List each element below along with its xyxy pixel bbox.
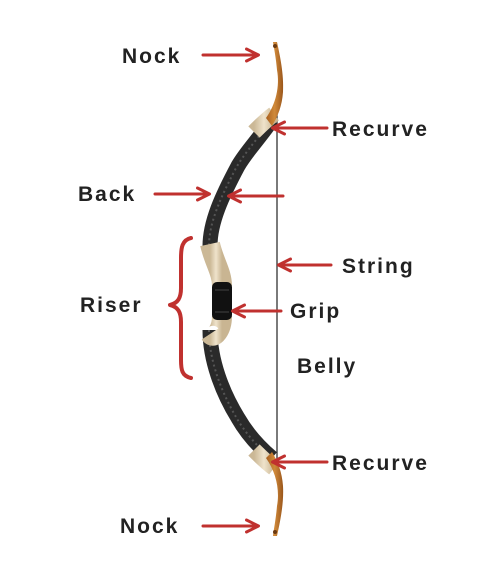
- grip-wrap: [212, 282, 232, 320]
- upper-nock-point: [273, 44, 277, 48]
- label-back: Back: [78, 183, 136, 206]
- label-belly: Belly: [297, 355, 357, 378]
- label-nock-top: Nock: [122, 45, 181, 68]
- label-recurve-bottom: Recurve: [332, 452, 429, 475]
- label-riser: Riser: [80, 294, 143, 317]
- label-nock-bottom: Nock: [120, 515, 179, 538]
- lower-tip: [266, 452, 284, 536]
- label-recurve-top: Recurve: [332, 118, 429, 141]
- riser-brace: [168, 236, 193, 380]
- lower-limb: [202, 329, 277, 464]
- label-string: String: [342, 255, 415, 278]
- label-grip: Grip: [290, 300, 341, 323]
- upper-limb: [202, 115, 279, 247]
- riser-upper-wrap: [200, 241, 232, 287]
- upper-tip: [266, 42, 284, 126]
- lower-nock-point: [273, 530, 277, 534]
